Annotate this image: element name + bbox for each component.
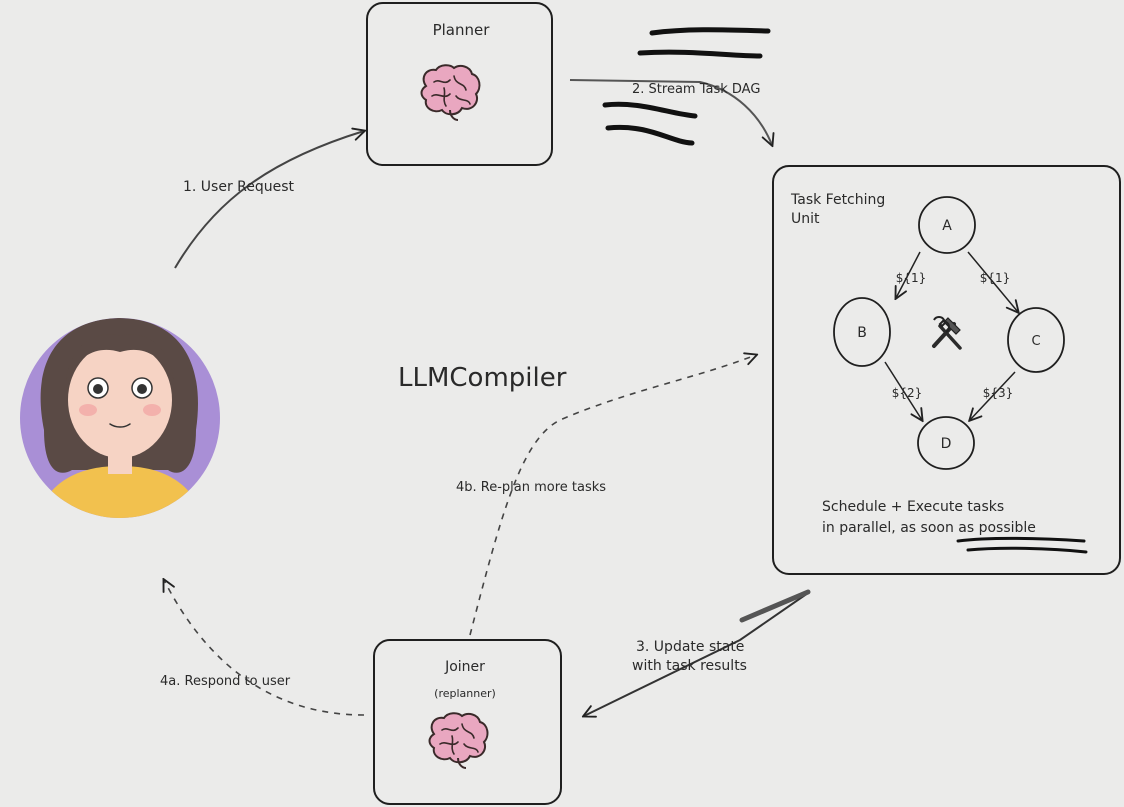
- planner-label: Planner: [433, 21, 491, 39]
- tfu-footer-line1: Schedule + Execute tasks: [822, 499, 1004, 515]
- task-fetching-unit-box: Task Fetching Unit A B C D ${1} ${1} ${2…: [772, 165, 1121, 575]
- user-avatar: [20, 318, 220, 518]
- underline-scribble: [956, 536, 1088, 554]
- tfu-label-line1: Task Fetching: [790, 192, 885, 208]
- dag-edge-a-b: [896, 251, 921, 298]
- brain-icon: [420, 64, 481, 121]
- joiner-box: Joiner (replanner): [373, 639, 562, 805]
- brain-icon: [428, 712, 489, 769]
- hammer-wrench-icon: [932, 316, 962, 350]
- planner-box: Planner: [366, 2, 553, 166]
- arrow-update-state: [584, 592, 809, 716]
- joiner-sublabel: (replanner): [434, 687, 496, 700]
- joiner-label: Joiner: [444, 659, 485, 675]
- dag-node-d: D: [917, 416, 975, 470]
- dag-edge-a-c: [967, 251, 1018, 312]
- arrow-respond-user: [164, 580, 365, 716]
- svg-text:B: B: [857, 325, 867, 341]
- label-update-state-1: 3. Update state: [636, 639, 744, 655]
- label-respond-user: 4a. Respond to user: [160, 674, 291, 689]
- arrow-user-request: [174, 131, 364, 269]
- edge-label-a-b: ${1}: [896, 271, 927, 285]
- dag-edge-b-d: [884, 361, 922, 420]
- dag-edge-c-d: [970, 371, 1016, 420]
- arrow-stream-dag: [569, 79, 772, 145]
- diagram-title: LLMCompiler: [398, 363, 567, 393]
- svg-text:D: D: [941, 436, 952, 452]
- label-update-state-2: with task results: [632, 658, 747, 674]
- arrow-replan: [469, 355, 756, 636]
- edge-label-b-d: ${2}: [892, 386, 923, 400]
- svg-text:A: A: [942, 218, 952, 234]
- label-replan: 4b. Re-plan more tasks: [456, 480, 606, 495]
- stream-scribble: [602, 27, 771, 146]
- label-user-request: 1. User Request: [183, 179, 295, 195]
- edge-label-c-d: ${3}: [983, 386, 1014, 400]
- edge-label-a-c: ${1}: [980, 271, 1011, 285]
- dag-node-a: A: [918, 196, 976, 254]
- label-stream-dag: 2. Stream Task DAG: [632, 82, 760, 97]
- dag-node-c: C: [1007, 307, 1065, 373]
- tfu-footer-line2: in parallel, as soon as possible: [822, 520, 1036, 536]
- update-scribble: [739, 589, 811, 623]
- dag-node-b: B: [833, 297, 891, 367]
- svg-text:C: C: [1031, 334, 1040, 349]
- tfu-label-line2: Unit: [791, 211, 820, 227]
